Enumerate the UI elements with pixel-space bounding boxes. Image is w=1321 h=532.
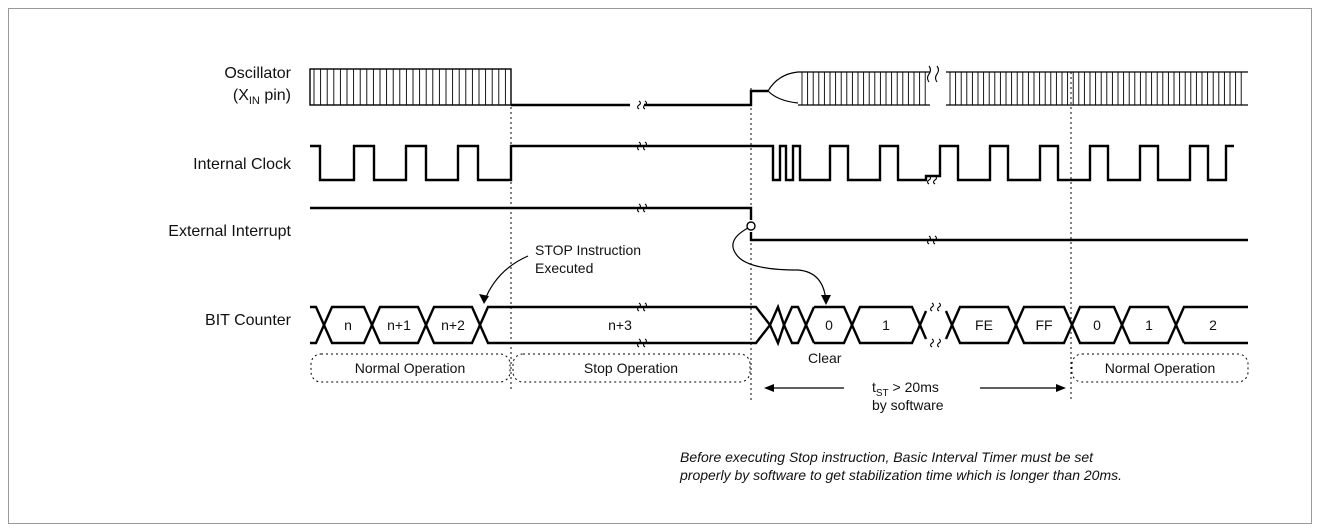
external-interrupt-waveform [310, 203, 1248, 245]
stop-instruction-arrow [483, 255, 529, 303]
bit-value-ff: FF [1035, 317, 1052, 333]
bit-value-two: 2 [1209, 317, 1217, 333]
oscillator-pin-prefix: (X [233, 87, 249, 104]
external-interrupt-label: External Interrupt [168, 223, 291, 240]
clear-arrowhead [821, 295, 831, 305]
external-interrupt-trace [310, 206, 1248, 242]
bit-counter-value-labels: n n+1 n+2 n+3 0 1 FE FF 0 1 2 [344, 317, 1217, 333]
footnote-line-1: Before executing Stop instruction, Basic… [680, 449, 1094, 465]
internal-clock-waveform [310, 141, 1234, 185]
normal-operation-label-1: Normal Operation [355, 360, 466, 376]
stop-operation-box [512, 353, 751, 383]
bit-value-zero-2: 0 [1093, 317, 1101, 333]
clock-break-mark-2 [926, 175, 938, 185]
stop-instruction-arrowhead [479, 294, 489, 304]
bit-value-n-plus-3: n+3 [608, 317, 632, 333]
bit-value-n-plus-2: n+2 [441, 317, 465, 333]
timing-diagram-frame: Oscillator (XIN pin) Internal Clock Exte… [8, 8, 1312, 524]
bus-transition-to-zero [804, 306, 816, 344]
clock-break-mark [636, 141, 648, 151]
bit-value-zero: 0 [825, 317, 833, 333]
tst-prefix: t [872, 379, 876, 395]
bit-value-fe: FE [975, 317, 993, 333]
bus-break-mark-stop [636, 302, 648, 348]
oscillator-label: Oscillator [224, 65, 291, 82]
oscillator-pin-suffix: pin) [260, 87, 291, 104]
tst-arrowhead-left [764, 384, 774, 392]
stop-mode-timing-diagram: Oscillator (XIN pin) Internal Clock Exte… [8, 8, 1312, 524]
stop-instruction-label-2: Executed [535, 260, 593, 276]
stop-operation-label: Stop Operation [584, 360, 678, 376]
osc-break-mark [926, 65, 940, 83]
falling-edge-marker [746, 221, 756, 231]
internal-clock-label: Internal Clock [193, 156, 292, 173]
normal-operation-box-1 [310, 353, 511, 383]
bit-counter-label: BIT Counter [205, 312, 292, 329]
internal-clock-trace [310, 144, 1234, 182]
osc-startup-envelope [767, 71, 799, 104]
clear-label: Clear [808, 350, 842, 366]
bit-value-n-plus-1: n+1 [387, 317, 411, 333]
frame-border [8, 8, 1312, 524]
osc-pre-stop-ticks [313, 69, 506, 105]
bus-fast-transitions [768, 303, 808, 347]
osc-stopped-line [511, 89, 768, 107]
footnote-line-2: properly by software to get stabilizatio… [679, 467, 1122, 483]
bit-value-n: n [344, 317, 352, 333]
oscillator-pin-subscript: IN [249, 95, 260, 107]
tst-arrowhead-right [1056, 384, 1066, 392]
tst-by-software-label: by software [872, 397, 944, 413]
interrupt-to-clear-arrow [732, 227, 827, 303]
normal-operation-label-2: Normal Operation [1105, 360, 1216, 376]
osc-running-ticks [801, 72, 1242, 105]
bus-lead-in [310, 305, 326, 345]
bus-cell-two [1174, 305, 1248, 345]
tst-suffix: > 20ms [889, 379, 939, 395]
bus-break-mark-wake [929, 302, 942, 348]
interrupt-break-mark [636, 203, 648, 213]
oscillator-pin-label: (XIN pin) [233, 87, 291, 107]
osc-pre-stop-envelope [309, 68, 512, 106]
bit-value-one-2: 1 [1145, 317, 1153, 333]
osc-break-mark-stop [636, 100, 648, 110]
tst-label: tST > 20ms [872, 379, 939, 399]
oscillator-waveform [309, 65, 1248, 110]
normal-operation-box-2 [1071, 353, 1249, 383]
bus-cell-zero [814, 305, 854, 345]
bit-counter-bus: n n+1 n+2 n+3 0 1 FE FF 0 1 2 [310, 302, 1248, 348]
tst-subscript: ST [876, 388, 889, 399]
interrupt-break-mark-2 [926, 235, 938, 245]
bit-value-one: 1 [882, 317, 890, 333]
bus-break-edges [918, 310, 954, 340]
stop-instruction-label: STOP Instruction [535, 242, 641, 258]
